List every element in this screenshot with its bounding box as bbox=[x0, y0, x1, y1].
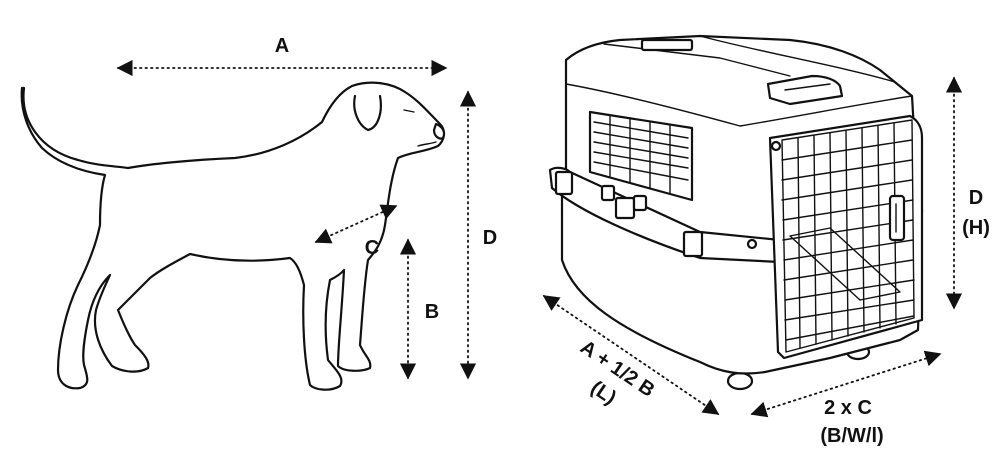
crate-hinge-top bbox=[770, 140, 782, 152]
dog-dimension-b: B bbox=[399, 238, 439, 380]
crate-dimension-width: 2 x C (B/W/l) bbox=[750, 350, 942, 447]
dog-mouth bbox=[417, 141, 437, 147]
crate-clamp-1 bbox=[554, 170, 574, 196]
crate-wheel-front-left bbox=[726, 371, 754, 391]
crate-illustration bbox=[548, 34, 924, 391]
crate-clamp-2 bbox=[614, 196, 636, 220]
crate-clamp-3 bbox=[682, 230, 704, 258]
crate-top-handle-back bbox=[640, 38, 694, 52]
dog-dimension-d: D bbox=[459, 90, 497, 380]
label-height-line2: (H) bbox=[962, 217, 990, 239]
label-length-line2: (L) bbox=[587, 377, 620, 410]
crate-interior-floor bbox=[789, 227, 901, 301]
crate-door-latch bbox=[888, 194, 906, 242]
crate-top-panel bbox=[565, 83, 913, 127]
crate-door-grille bbox=[781, 119, 915, 353]
dog-dimension-a: A bbox=[116, 35, 448, 77]
label-d: D bbox=[483, 227, 497, 249]
label-b: B bbox=[425, 301, 439, 323]
dog-outline bbox=[20, 81, 445, 391]
crate-top-handle-front bbox=[766, 74, 844, 106]
label-c: C bbox=[365, 237, 379, 259]
label-height-line1: D bbox=[969, 187, 983, 209]
dog-nose bbox=[432, 122, 446, 140]
label-width-line2: (B/W/l) bbox=[820, 425, 883, 447]
dog-illustration bbox=[20, 81, 446, 391]
dog-eye bbox=[403, 109, 415, 113]
dog-ear bbox=[353, 94, 382, 132]
crate-dimension-height: D (H) bbox=[945, 76, 990, 310]
dog-dimension-c: C bbox=[314, 204, 398, 259]
crate-hinge-bottom bbox=[746, 238, 758, 250]
crate-side-window-grille bbox=[593, 115, 689, 195]
crate-clamp-5 bbox=[632, 194, 648, 212]
label-width-line1: 2 x C bbox=[824, 397, 872, 419]
crate-clamp-4 bbox=[600, 184, 616, 202]
label-a: A bbox=[275, 35, 289, 57]
